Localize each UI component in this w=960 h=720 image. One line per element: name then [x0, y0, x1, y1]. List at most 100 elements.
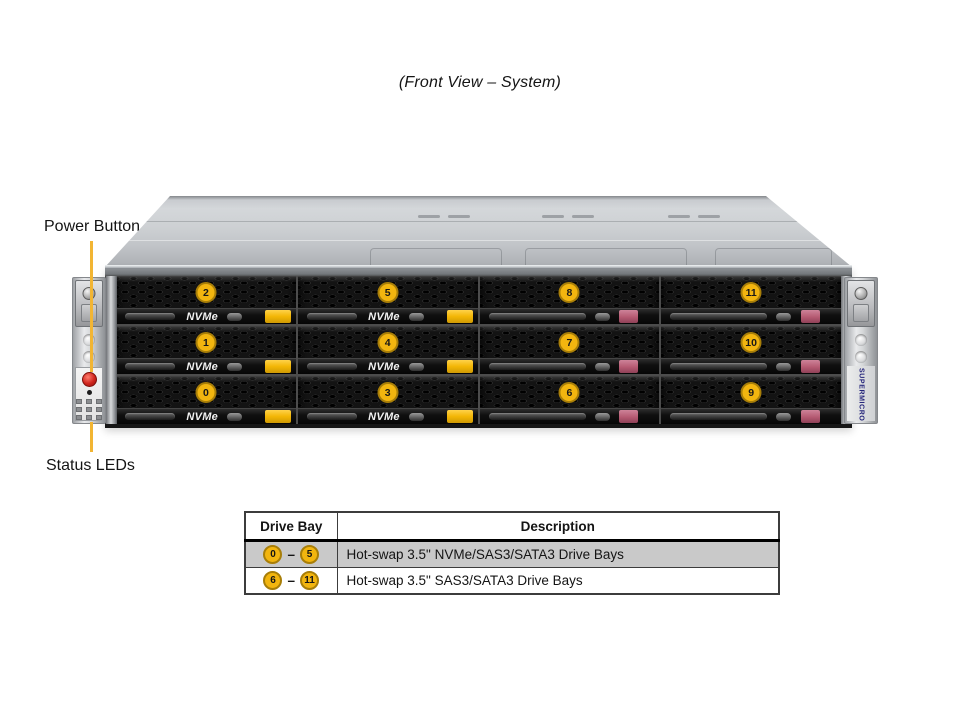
drive-tray[interactable]: 2 NVMe	[116, 276, 296, 324]
power-button-leader-line	[90, 241, 93, 372]
bay-range-cell: 6–11	[244, 567, 338, 595]
nvme-label: NVMe	[186, 410, 219, 423]
led-icon	[86, 407, 92, 412]
bay-number-badge: 11	[740, 282, 762, 303]
lid-panel-seam	[715, 248, 832, 265]
tray-handle-bar: NVMe	[116, 408, 296, 424]
tray-mesh	[479, 326, 660, 359]
nvme-label: NVMe	[186, 360, 219, 373]
tray-release-tab[interactable]	[619, 410, 639, 423]
bay-number-badge: 2	[195, 282, 217, 303]
brand-text: SUPERMICRO	[857, 368, 865, 422]
bay-range-cell: 0–5	[244, 540, 338, 568]
tray-release-tab[interactable]	[446, 360, 473, 373]
tray-recess	[670, 413, 768, 420]
tray-recess	[488, 413, 586, 420]
table-row-sas-bays: 6–11 Hot-swap 3.5" SAS3/SATA3 Drive Bays	[244, 567, 780, 595]
bay-number-badge: 10	[740, 332, 762, 353]
tray-release-tab[interactable]	[619, 310, 639, 323]
left-rack-flange	[106, 276, 117, 424]
drive-tray[interactable]: 5 NVMe	[297, 276, 478, 324]
tray-latch[interactable]	[594, 312, 610, 321]
bay-number-badge: 0	[263, 545, 283, 564]
tray-release-tab[interactable]	[264, 360, 291, 373]
tray-release-tab[interactable]	[446, 410, 473, 423]
bay-number-badge: 6	[263, 571, 283, 590]
drive-bay-table: Drive Bay Description 0–5 Hot-swap 3.5" …	[244, 511, 780, 595]
tray-release-tab[interactable]	[264, 410, 291, 423]
drive-tray[interactable]: 1 NVMe	[116, 326, 296, 374]
tray-release-tab[interactable]	[801, 360, 820, 373]
drive-tray[interactable]: 6	[479, 376, 660, 424]
thumbscrew-icon	[854, 287, 868, 300]
tray-handle-bar	[479, 358, 660, 374]
bay-number-badge: 6	[558, 382, 580, 403]
left-handle[interactable]	[75, 280, 103, 327]
tray-latch[interactable]	[227, 362, 243, 371]
power-button-label: Power Button	[44, 218, 141, 235]
tray-latch[interactable]	[594, 362, 610, 371]
drive-tray[interactable]: 4 NVMe	[297, 326, 478, 374]
led-icon	[96, 407, 102, 412]
figure-title: (Front View – System)	[398, 74, 562, 91]
led-icon	[86, 415, 92, 420]
bay-number-badge: 4	[377, 332, 399, 353]
drive-tray[interactable]: 11	[661, 276, 841, 324]
bay-description: Hot-swap 3.5" NVMe/SAS3/SATA3 Drive Bays	[336, 540, 780, 568]
nvme-label: NVMe	[368, 310, 400, 323]
drive-tray[interactable]: 3 NVMe	[297, 376, 478, 424]
front-control-panel	[75, 367, 103, 421]
tray-recess	[125, 313, 176, 320]
tray-release-tab[interactable]	[801, 310, 820, 323]
tray-recess	[488, 313, 586, 320]
tray-handle-bar: NVMe	[297, 358, 478, 374]
status-leds	[76, 399, 102, 420]
tray-recess	[125, 413, 176, 420]
drive-tray[interactable]: 8	[479, 276, 660, 324]
drive-tray[interactable]: 9	[661, 376, 841, 424]
tray-release-tab[interactable]	[801, 410, 820, 423]
tray-latch[interactable]	[594, 412, 610, 421]
right-rack-ear: SUPERMICRO	[844, 277, 878, 424]
bay-number-badge: 1	[195, 332, 217, 353]
led-icon	[76, 399, 82, 404]
lid-panel-seam	[525, 248, 687, 265]
led-icon	[96, 415, 102, 420]
tray-latch[interactable]	[227, 412, 243, 421]
tray-latch[interactable]	[408, 362, 424, 371]
left-rack-ear	[72, 277, 106, 424]
tray-latch[interactable]	[776, 312, 792, 321]
tray-handle-bar	[661, 308, 841, 324]
tray-latch[interactable]	[776, 412, 792, 421]
status-leds-leader-line	[90, 422, 93, 452]
ear-hole	[855, 351, 867, 363]
tray-latch[interactable]	[227, 312, 243, 321]
tray-release-tab[interactable]	[619, 360, 639, 373]
range-dash: –	[287, 547, 295, 562]
lid-vent-slot	[668, 215, 690, 218]
drive-tray[interactable]: 10	[661, 326, 841, 374]
bay-number-badge: 0	[195, 382, 217, 403]
tray-recess	[488, 363, 586, 370]
lid-fold-line	[110, 240, 850, 241]
tray-recess	[670, 363, 768, 370]
bay-number-badge: 3	[377, 382, 399, 403]
tray-latch[interactable]	[408, 412, 424, 421]
tray-release-tab[interactable]	[446, 310, 473, 323]
bay-number-badge: 8	[558, 282, 580, 303]
lid-vent-slot	[418, 215, 440, 218]
status-leds-label: Status LEDs	[46, 457, 135, 474]
tray-latch[interactable]	[776, 362, 792, 371]
table-header-row: Drive Bay Description	[244, 511, 780, 542]
tray-handle-bar	[479, 408, 660, 424]
reset-button[interactable]	[86, 390, 92, 395]
drive-tray[interactable]: 0 NVMe	[116, 376, 296, 424]
thumbscrew-icon	[82, 287, 96, 300]
lid-vent-slot	[542, 215, 564, 218]
right-handle[interactable]	[847, 280, 875, 327]
drive-tray[interactable]: 7	[479, 326, 660, 374]
tray-release-tab[interactable]	[264, 310, 291, 323]
tray-latch[interactable]	[408, 312, 424, 321]
power-button[interactable]	[81, 372, 97, 387]
